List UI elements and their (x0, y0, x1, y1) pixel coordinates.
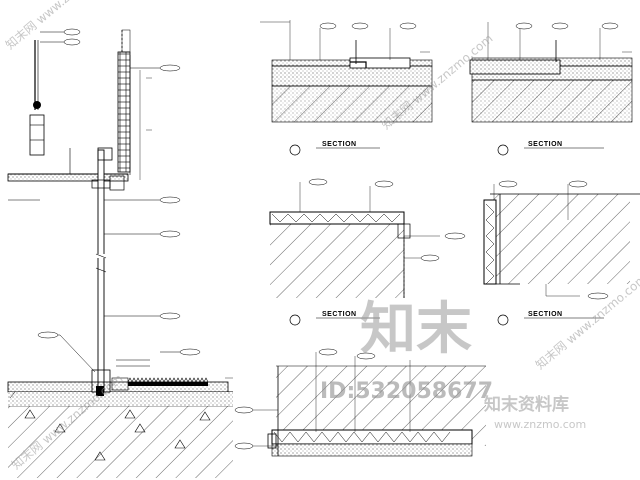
section-label: SECTION (528, 311, 563, 318)
detail-marker (289, 314, 301, 326)
detail-marker (497, 144, 509, 156)
vertical-column (97, 149, 105, 397)
left-callouts (37, 28, 201, 356)
watermark-id: ID:532058677 (320, 379, 493, 404)
dimension-marks (146, 51, 632, 379)
section-label: SECTION (322, 311, 357, 318)
section-label: SECTION (528, 141, 563, 148)
watermark-diagonal: 知末网 www.znzmo.com (533, 271, 640, 372)
watermark-diagonal: 知末网 www.znzmo.com (3, 0, 120, 52)
section-label: SECTION (322, 141, 357, 148)
brick-wall (117, 51, 131, 173)
watermark-site: www.znzmo.com (494, 418, 586, 431)
watermark-logo: 知末 (360, 297, 472, 362)
bottom-section-drawing (234, 348, 486, 457)
detail-c-drawing: SECTION (269, 178, 466, 326)
left-vertical-section (7, 28, 233, 478)
detail-marker (289, 144, 301, 156)
detail-d-drawing: SECTION (483, 180, 640, 326)
detail-a-drawing: SECTION (260, 20, 433, 156)
watermark-brand: 知末资料库 (483, 394, 569, 415)
ground-fill (8, 392, 233, 478)
detail-b-drawing: SECTION (469, 22, 633, 156)
detail-marker (497, 314, 509, 326)
